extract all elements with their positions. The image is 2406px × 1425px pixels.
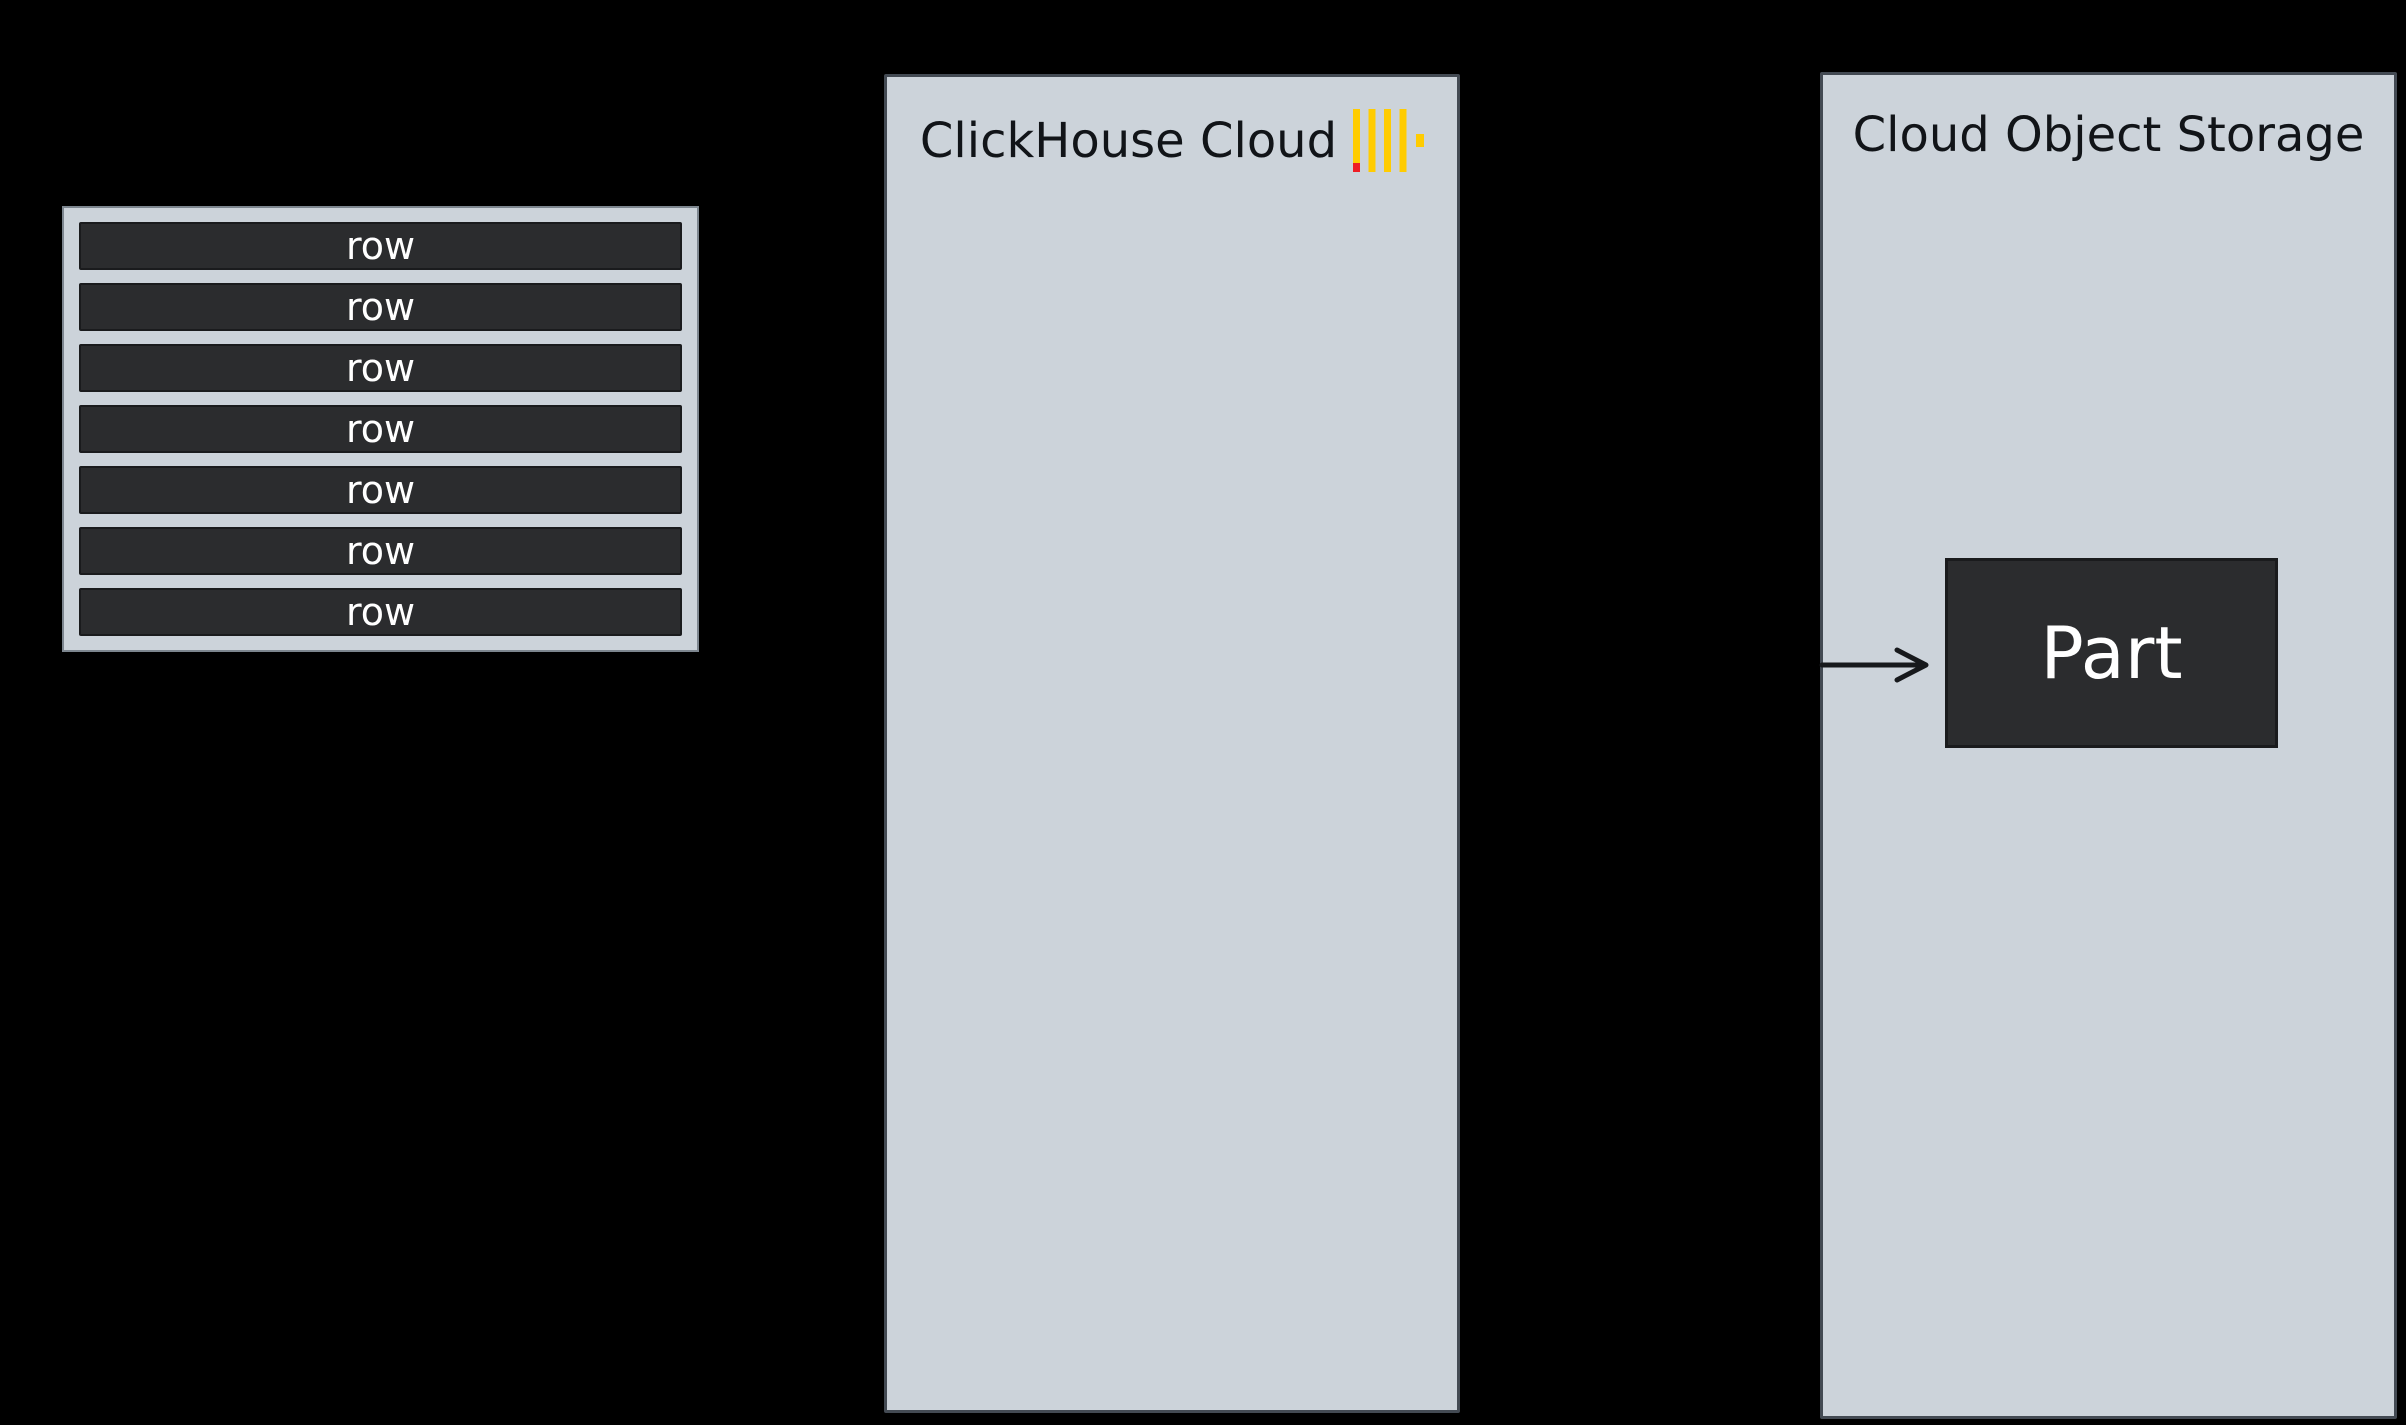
part-label: Part xyxy=(2040,611,2183,695)
table-row: row xyxy=(79,344,682,392)
part-box: Part xyxy=(1945,558,2278,748)
arrow-icon xyxy=(1819,647,1929,683)
clickhouse-cloud-panel: ClickHouse Cloud xyxy=(884,74,1460,1413)
clickhouse-cloud-title: ClickHouse Cloud xyxy=(919,112,1338,169)
object-storage-panel: Cloud Object Storage Part xyxy=(1819,72,2397,1419)
table-row: row xyxy=(79,466,682,514)
table-row: row xyxy=(79,405,682,453)
clickhouse-cloud-header: ClickHouse Cloud xyxy=(887,109,1457,172)
object-storage-header: Cloud Object Storage xyxy=(1823,107,2394,163)
table-row: row xyxy=(79,283,682,331)
object-storage-title: Cloud Object Storage xyxy=(1852,107,2365,163)
clickhouse-logo-icon xyxy=(1353,109,1425,172)
rows-table: row row row row row row row xyxy=(62,206,699,652)
table-row: row xyxy=(79,588,682,636)
table-row: row xyxy=(79,222,682,270)
table-row: row xyxy=(79,527,682,575)
